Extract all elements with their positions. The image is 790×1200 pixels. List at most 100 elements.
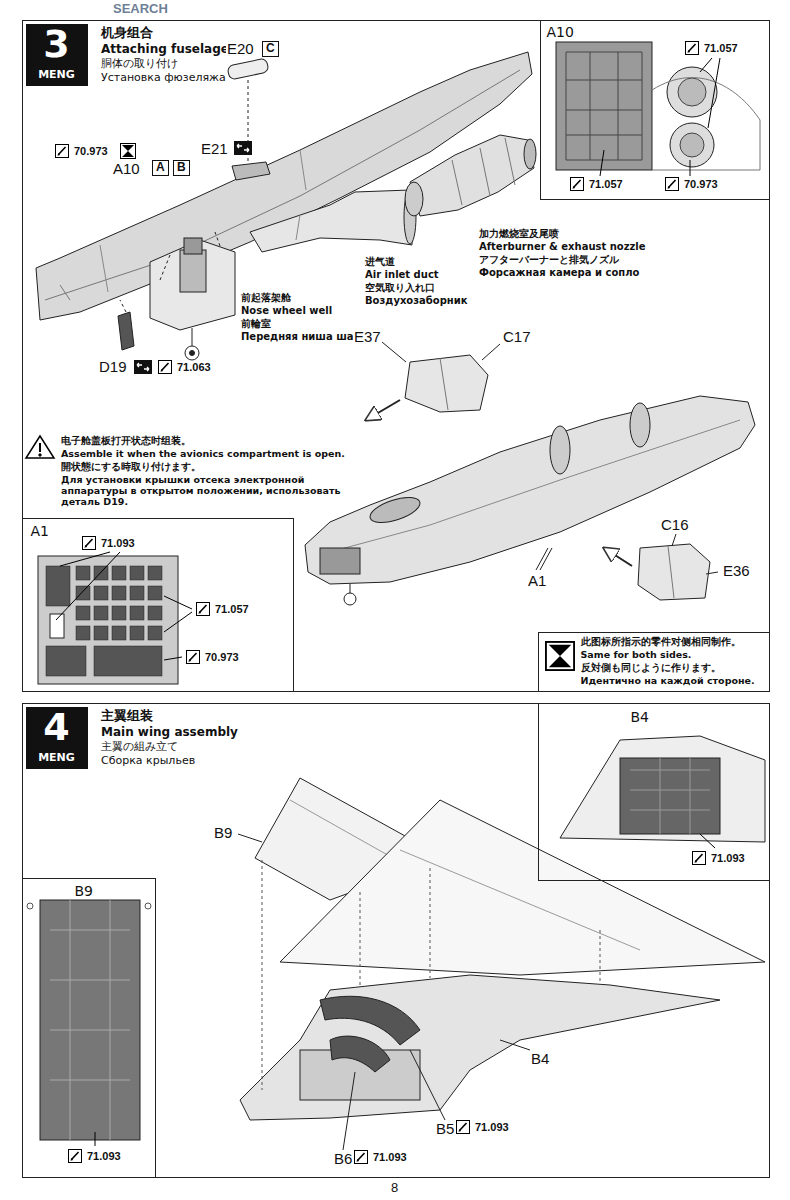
part-caption: 前起落架舱 [240,292,292,304]
inset-drawing-a1 [148,586,162,600]
node-text: 胴体の取り付け [101,58,178,71]
inset-drawing-b9 [40,900,140,1140]
flip-icon [134,141,252,374]
inset-drawing-a10 [670,123,714,167]
inset-drawing-b9 [145,903,151,909]
intake-part [366,400,400,420]
part-caption: Воздухозаборник [364,295,469,307]
warning-icon [26,436,54,458]
hatch-part [118,312,134,350]
wing-lower [410,1050,445,1120]
inset-drawing-a1 [94,626,108,640]
intake-part [638,544,710,600]
cockpit-tub [150,232,235,360]
both-sides-icon [121,144,575,671]
intake-part [382,342,406,362]
inset-drawing-b4 [700,834,715,848]
alignment-line [430,868,431,978]
node-heading: A1 [31,523,49,539]
part-number: B9 [213,824,233,841]
cockpit-tub [160,255,170,280]
part-caption: 进气道 [364,256,396,268]
node-text: Main wing assembly [101,726,238,740]
air-inlet-duct [250,190,412,252]
paint-icon [571,178,584,191]
alignment-line [262,860,600,1090]
air-inlet-duct [250,190,416,252]
part-number: B6 [333,1150,353,1167]
inset-drawing-a10 [600,150,604,176]
part-number: E36 [722,562,751,579]
part-caption: 前輪室 [240,318,272,330]
node-text: Идентично на каждой стороне. [581,676,755,687]
inset-drawing-a1 [46,646,86,676]
inset-drawing-a1 [46,566,70,606]
flip-icon [134,360,152,374]
warning-note: Для установки крышки отсека электронной … [60,475,352,508]
cockpit-tub [184,238,202,254]
hatch-part [120,300,126,312]
fuselage-assembled [320,548,360,574]
inset-drawing-a10 [690,160,691,176]
inset-drawing-a10 [678,78,706,106]
hatch-part [118,300,134,350]
inset-drawing-a10 [708,58,720,128]
afterburner [405,135,536,216]
node-text: MENG [26,69,88,82]
both-sides-icon [121,144,136,159]
fuselage-assembled [305,396,755,605]
intake-part [668,546,674,598]
inset-drawing-a10 [700,58,712,72]
node-heading: A10 [547,24,574,40]
air-inlet-duct [296,215,300,240]
part-number: C17 [502,328,532,345]
part-number: B4 [530,1050,550,1067]
fuselage-assembled [630,403,650,447]
inset-drawing-a1 [148,566,162,580]
inset-drawing-a1 [130,566,144,580]
part-caption: 加力燃烧室及尾喷 [478,228,560,240]
node-heading: 4 [26,708,88,746]
afterburner [405,182,423,216]
intake-part [440,358,448,410]
inset-drawing-b4 [560,736,765,842]
part-caption: Air inlet duct [364,269,440,281]
inset-drawing-b9 [27,900,151,1146]
paint-icon [187,651,200,664]
inset-drawing-a10 [566,52,642,160]
node-text: Сборка крыльев [101,755,195,768]
cockpit-tub [215,232,220,246]
step-badge: 4MENG [26,707,88,769]
inset-drawing-a1 [38,556,178,684]
part-caption: Форсажная камера и сопло [478,267,640,279]
intake-part [672,534,676,546]
wing-upper-left [290,800,400,862]
step-panel: 主翼组装Main wing assembly主翼の組み立てСборка крыл… [22,703,770,1178]
inset-drawing-a1 [76,566,90,580]
inset-drawing-a1 [130,626,144,640]
node-heading: 主翼组装 [101,709,153,724]
inset-drawing-a1 [38,552,192,684]
part-caption: 空気取り入れ口 [364,282,436,294]
fuselage-assembled [344,593,356,605]
paint-icon [457,1121,470,1134]
part-number: C16 [660,516,690,533]
paint-icon [666,178,679,191]
inset-drawing-a10 [667,67,717,117]
fuselage-assembled [550,426,570,474]
paint-code: 71.063 [176,361,212,374]
inset-drawing-b4 [620,758,720,834]
inset-drawing-a1 [112,586,126,600]
option-letter: A [152,160,169,176]
inset-drawing-a1 [76,586,90,600]
node-heading: 机身组合 [101,26,153,41]
afterburner [410,135,534,216]
paint-code: 71.057 [588,178,624,191]
watermark: SEARCH [112,2,169,17]
warning-note: 电子舱盖板打开状态时组装。 [60,436,192,447]
part-caption: アフターバーナーと排気ノズル [478,254,620,266]
inset-drawing-b9 [50,900,130,1140]
cockpit-tub [190,351,195,356]
wing-lower [343,1072,355,1150]
